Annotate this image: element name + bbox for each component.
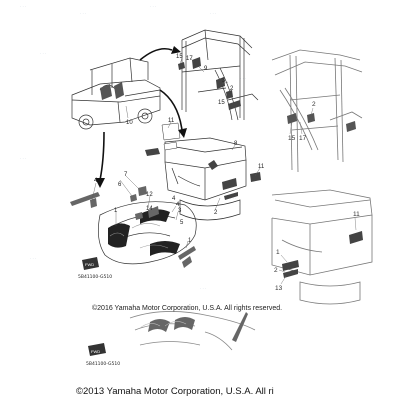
callout-3: 3 [178,208,182,214]
lower-callout: 15 [288,135,296,142]
callout-17: 17 [186,56,193,62]
callout-11b: 11 [258,164,265,170]
callout-7: 7 [124,172,128,178]
svg-text:· · ·: · · · [20,4,26,9]
lower-figure-code: 5B41100-G510 [86,362,121,367]
lower-callout: 17 [299,135,307,142]
callout-12: 12 [146,192,153,198]
svg-text:· · ·: · · · [210,11,216,16]
fwd-label-icon: FWD [82,257,99,270]
lower-cage-decals [287,113,356,132]
lower-callout: 11 [353,211,360,218]
svg-text:FWD: FWD [85,262,94,267]
lower-leader-lines [278,107,357,285]
hood-side-decals [70,186,196,268]
callout-11: 11 [168,118,175,124]
front-hood-decals [108,209,180,256]
roll-cage-decals [178,57,241,110]
lower-cargo-bed [271,189,373,305]
lower-callout: 1 [276,249,280,256]
lower-bed-decals [282,231,363,278]
callout-8: 8 [234,141,238,147]
svg-text:FWD: FWD [91,349,100,354]
front-hood-flames [109,223,169,249]
callout-4c: 4 [172,196,176,202]
callout-4: 4 [94,178,98,184]
vehicle-seat-shading [100,82,124,100]
callout-10: 10 [126,120,133,126]
svg-text:· · ·: · · · [30,256,36,261]
upper-figure-code: 5B41100-G510 [78,275,113,280]
lower-callout: 13 [275,285,283,292]
svg-text:· · ·: · · · [230,196,236,201]
leader-lines [91,57,261,249]
callout-15: 15 [176,54,183,60]
callout-2b: 2 [214,210,218,216]
arrowheads [95,46,187,188]
cargo-bed-decals [145,148,261,200]
cargo-bed-label [161,122,181,151]
lower-hood-flames [139,321,187,329]
svg-text:· · ·: · · · [200,286,206,291]
callout-5: 5 [180,220,184,226]
roll-cage [181,29,259,121]
callout-2: 2 [230,86,234,92]
upper-copyright: ©2016 Yamaha Motor Corporation, U.S.A. A… [92,305,283,312]
cargo-bed [164,137,247,221]
callout-3b: 3 [222,78,226,84]
callout-6: 6 [118,182,122,188]
lower-roll-cage [271,49,363,173]
callout-15b: 15 [218,100,225,106]
lower-fwd-label-icon: FWD [88,343,106,356]
callout-9: 9 [204,66,208,72]
lower-copyright: ©2013 Yamaha Motor Corporation, U.S.A. A… [76,386,274,397]
svg-text:· · ·: · · · [80,11,86,16]
watermark: · · · · · · · · · · · · · · · · · · · · … [20,4,246,291]
upper-callout-labels: 10 11 7 11 6 4 12 1 4 3 17 15 9 3 2 8 15… [94,54,265,244]
callout-1b: 1 [188,238,192,244]
lower-callout: 2 [312,101,316,108]
callout-1: 1 [114,208,118,214]
upper-parts-diagram: · · · · · · · · · · · · · · · · · · · · … [20,4,265,291]
lower-callout: 2 [274,267,278,274]
explode-arrows [99,47,183,181]
svg-text:· · ·: · · · [40,51,46,56]
callout-14: 14 [146,206,153,212]
svg-text:· · ·: · · · [150,4,156,9]
upper-diagram-drawing: · · · · · · · · · · · · · · · · · · · · … [20,4,261,291]
callout-4b: 4 [176,202,180,208]
svg-text:· · ·: · · · [240,76,246,81]
svg-text:· · ·: · · · [20,156,26,161]
